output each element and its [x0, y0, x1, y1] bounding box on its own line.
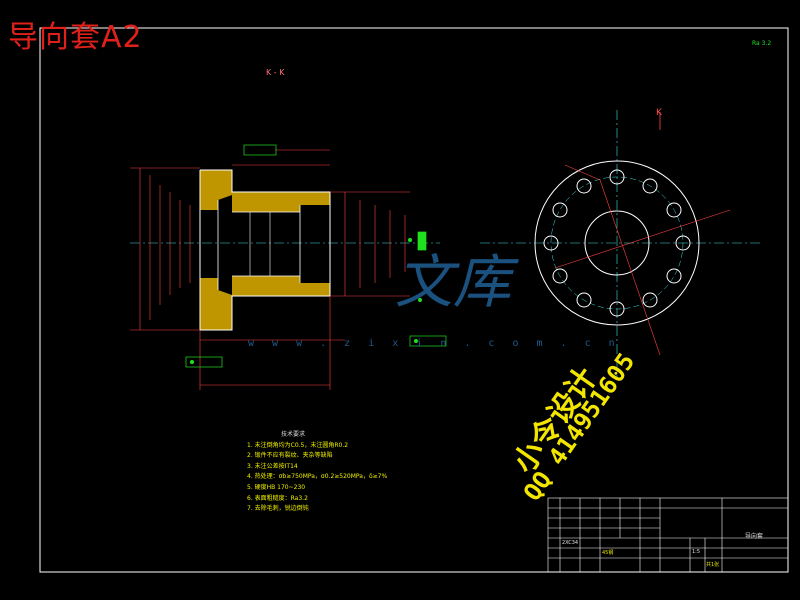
note-item: 6. 表面粗糙度：Ra3.2: [247, 494, 308, 502]
bore-circle: [584, 210, 650, 276]
title-block-code: 2XC34: [562, 540, 579, 546]
note-item: 7. 去除毛刺，锐边倒钝: [247, 505, 309, 513]
technical-requirements: 技术要求 1. 未注倒角均为C0.5，未注圆角R0.2 2. 锻件不应有裂纹、夹…: [247, 430, 387, 515]
hatch-flange-bottom: [200, 278, 232, 330]
note-item: 4. 热处理：σb≥750MPa，σ0.2≥520MPa，δ≥7%: [247, 473, 388, 481]
notes-heading: 技术要求: [281, 431, 306, 438]
bolt-holes: [543, 169, 691, 317]
tolerance-frames: [185, 144, 447, 368]
note-item: 3. 未注公差按IT14: [247, 462, 298, 470]
hatch-flange-top: [200, 170, 232, 210]
diameter-dimensions: [130, 149, 410, 390]
watermark-brand: 文库: [395, 248, 512, 316]
note-item: 1. 未注倒角均为C0.5，未注圆角R0.2: [247, 441, 349, 449]
roughness-symbol: Ra 3.2: [752, 40, 772, 47]
title-block: [547, 497, 789, 573]
watermark-url: w w w . z i x i n . c o m . c n: [248, 338, 621, 349]
note-item: 2. 锻件不应有裂纹、夹杂等缺陷: [247, 452, 333, 460]
hatch-body-bottom: [232, 276, 330, 296]
outer-circle: [534, 160, 700, 326]
title-block-sheet: 共1张: [706, 562, 720, 568]
title-block-part-name: 导向套: [745, 533, 764, 540]
tolerance-marks: [190, 238, 422, 364]
section-label: K - K: [266, 68, 285, 77]
drawing-title: 导向套A2: [8, 20, 143, 55]
bolt-circle: [550, 176, 684, 310]
hatch-body-top: [232, 192, 330, 212]
view-mark: K: [656, 108, 662, 118]
title-block-material: 45钢: [602, 550, 614, 556]
section-view: [130, 144, 447, 390]
drawing-frame: [39, 27, 789, 573]
end-view: [480, 110, 760, 380]
note-item: 5. 硬度HB 170~230: [247, 483, 306, 491]
title-block-scale: 1:5: [692, 549, 701, 555]
end-view-leaders: [554, 164, 731, 356]
